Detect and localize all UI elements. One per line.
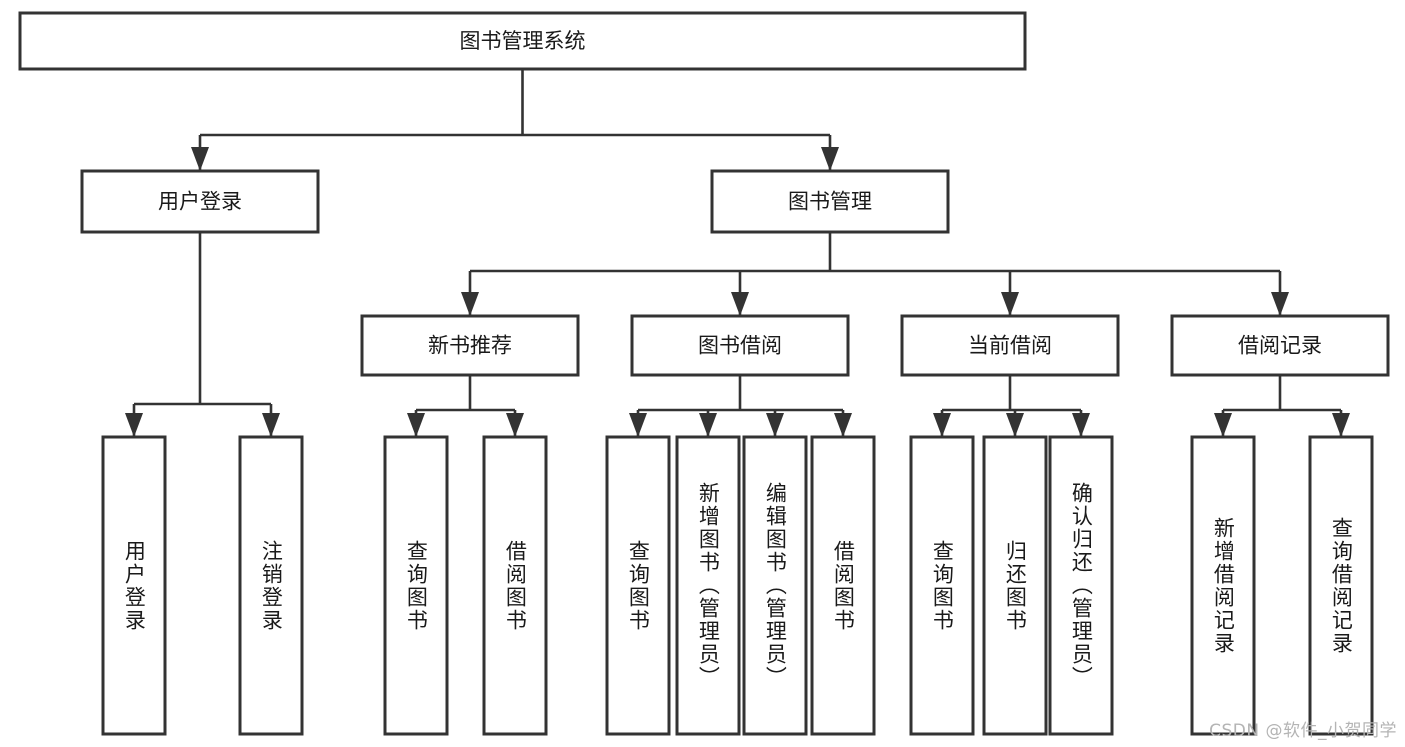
new-book-recommend-leaves-arrow-1 — [506, 413, 524, 437]
node-leaf-query-book-cur[interactable] — [909, 435, 975, 736]
node-leaf-borrow-book[interactable] — [810, 435, 876, 736]
user-login-leaves-arrow-1 — [262, 413, 280, 437]
borrow-record-leaves-arrow-1 — [1332, 413, 1350, 437]
book-borrow-leaves-arrow-1 — [699, 413, 717, 437]
node-leaf-query-book-rec[interactable] — [383, 435, 449, 736]
node-leaf-query-book-borrow[interactable] — [605, 435, 671, 736]
node-current-borrow[interactable] — [900, 314, 1120, 377]
book-borrow-leaves-arrow-3 — [834, 413, 852, 437]
node-root[interactable] — [18, 11, 1027, 71]
node-leaf-return-book[interactable] — [982, 435, 1048, 736]
current-borrow-leaves-arrow-2 — [1072, 413, 1090, 437]
node-user-login[interactable] — [80, 169, 320, 234]
node-borrow-record-label: 借阅记录 — [1238, 334, 1322, 358]
current-borrow-leaves-arrow-0 — [933, 413, 951, 437]
node-new-book-recommend[interactable] — [360, 314, 580, 377]
current-borrow-leaves-arrow-1 — [1006, 413, 1024, 437]
new-book-recommend-leaves-arrow-0 — [407, 413, 425, 437]
node-book-borrow-label: 图书借阅 — [698, 334, 782, 358]
node-current-borrow-label: 当前借阅 — [968, 334, 1052, 358]
node-borrow-record[interactable] — [1170, 314, 1390, 377]
connector-lines — [125, 69, 1350, 437]
node-root-label: 图书管理系统 — [460, 29, 586, 53]
node-leaf-borrow-book-rec[interactable] — [482, 435, 548, 736]
node-book-manage[interactable] — [710, 169, 950, 234]
node-leaf-edit-book[interactable] — [742, 435, 808, 736]
node-book-borrow[interactable] — [630, 314, 850, 377]
node-leaf-add-book[interactable] — [675, 435, 741, 736]
node-book-manage-label: 图书管理 — [788, 190, 872, 214]
node-leaf-user-login[interactable] — [101, 435, 167, 736]
book-borrow-leaves-arrow-2 — [766, 413, 784, 437]
root-arrow-1 — [821, 147, 839, 171]
node-leaf-confirm-return[interactable] — [1048, 435, 1114, 736]
node-leaf-query-record[interactable] — [1308, 435, 1374, 736]
node-leaf-add-record[interactable] — [1190, 435, 1256, 736]
node-new-book-recommend-label: 新书推荐 — [428, 334, 512, 358]
book-manage-arrow-0 — [461, 292, 479, 316]
node-user-login-label: 用户登录 — [158, 190, 242, 214]
book-manage-arrow-3 — [1271, 292, 1289, 316]
borrow-record-leaves-arrow-0 — [1214, 413, 1232, 437]
root-arrow-0 — [191, 147, 209, 171]
node-boxes — [18, 11, 1390, 736]
watermark-text: CSDN @软件_小贺同学 — [1209, 721, 1397, 741]
book-borrow-leaves-arrow-0 — [629, 413, 647, 437]
book-manage-arrow-1 — [731, 292, 749, 316]
user-login-leaves-arrow-0 — [125, 413, 143, 437]
book-manage-arrow-2 — [1001, 292, 1019, 316]
node-leaf-user-logout[interactable] — [238, 435, 304, 736]
